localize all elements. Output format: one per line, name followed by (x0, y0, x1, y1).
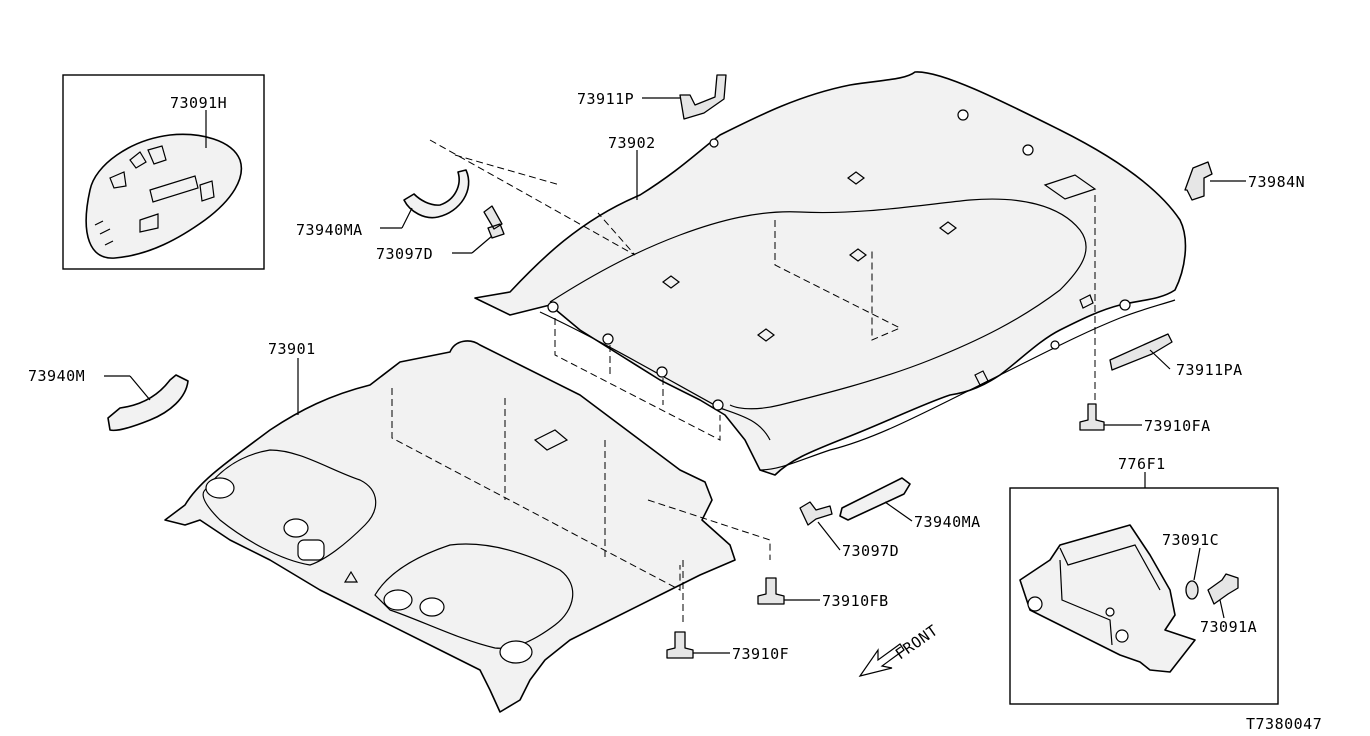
inset-box-776f1 (1009, 487, 1279, 705)
label-73984n: 73984N (1248, 173, 1305, 191)
label-73091h: 73091H (170, 94, 227, 112)
part-73910fa (1079, 403, 1105, 431)
part-73940m (107, 374, 189, 432)
inset-box-73091h (62, 74, 265, 270)
part-73091h (85, 133, 243, 259)
label-73940m: 73940M (28, 367, 85, 385)
group-73902: 73902 (429, 71, 1187, 476)
group-73940m: 73940M (28, 367, 189, 432)
label-776f1: 776F1 (1118, 455, 1166, 473)
part-73940ma-bottom (839, 477, 911, 521)
part-73902-headliner (474, 71, 1187, 476)
label-73911pa: 73911PA (1176, 361, 1243, 379)
part-776f1-bracket (1019, 524, 1196, 673)
group-73910fa: 73910FA (1079, 403, 1211, 435)
label-73097d-top: 73097D (376, 245, 433, 263)
group-73940ma-bottom: 73940MA (839, 477, 981, 531)
hole-d (383, 589, 413, 611)
group-73984n: 73984N (1184, 161, 1305, 201)
group-73911pa: 73911PA (1109, 333, 1243, 379)
hole-b (283, 518, 309, 538)
part-73901-headliner (164, 340, 736, 713)
hole-f (499, 640, 533, 664)
front-arrow-icon (858, 643, 905, 677)
label-73910fb: 73910FB (822, 592, 889, 610)
part-73910fb (757, 577, 785, 605)
part-73910f (666, 631, 694, 659)
part-73097d-top (483, 205, 505, 239)
diagram-id: T7380047 (1246, 715, 1322, 733)
group-73910fb: 73910FB (757, 577, 889, 610)
part-73097d-bottom (799, 501, 833, 526)
label-73901: 73901 (268, 340, 316, 358)
label-73091a: 73091A (1200, 618, 1257, 636)
label-73097d-bottom: 73097D (842, 542, 899, 560)
group-73901: 73901 (164, 340, 771, 713)
group-73911p: 73911P (577, 74, 727, 120)
hole-e (419, 597, 445, 617)
part-73091a-bolt (1207, 573, 1239, 605)
part-73911p (679, 74, 727, 120)
label-73940ma-top: 73940MA (296, 221, 363, 239)
inset-73091h: 73091H (62, 74, 265, 270)
group-73097d-top: 73097D (376, 205, 505, 263)
group-73940ma-top: 73940MA (296, 169, 470, 239)
part-73911pa (1109, 333, 1173, 371)
group-73097d-bottom: 73097D (799, 501, 899, 560)
label-73902: 73902 (608, 134, 656, 152)
label-front: FRONT (892, 621, 941, 663)
inset-776f1: 776F1 73091C 73091A (1009, 455, 1279, 705)
label-73911p: 73911P (577, 90, 634, 108)
part-73091c-washer (1185, 580, 1199, 600)
part-73984n (1184, 161, 1213, 201)
label-73940ma-bottom: 73940MA (914, 513, 981, 531)
label-73910fa: 73910FA (1144, 417, 1211, 435)
group-73910f: 73910F (666, 631, 789, 663)
hole-c (297, 539, 325, 561)
label-73091c: 73091C (1162, 531, 1219, 549)
part-73940ma-top (403, 169, 470, 219)
front-indicator: FRONT (858, 621, 941, 677)
label-73910f: 73910F (732, 645, 789, 663)
hole-a (205, 477, 235, 499)
